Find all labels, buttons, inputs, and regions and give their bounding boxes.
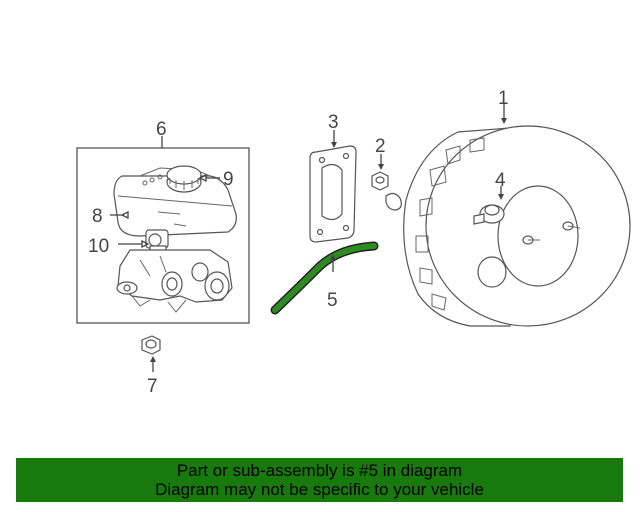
check-valve-4 bbox=[473, 204, 505, 225]
nut-7 bbox=[141, 335, 161, 372]
master-cylinder-body bbox=[116, 249, 233, 313]
callout-5: 5 bbox=[327, 290, 338, 311]
banner-line-1: Part or sub-assembly is #5 in diagram bbox=[176, 461, 463, 480]
fluid-reservoir bbox=[113, 175, 237, 237]
vehicle-fit-banner: Part or sub-assembly is #5 in diagram Di… bbox=[16, 458, 623, 502]
nut-2 bbox=[371, 154, 402, 211]
callout-3: 3 bbox=[328, 112, 339, 133]
banner-line-2: Diagram may not be specific to your vehi… bbox=[155, 480, 484, 499]
callout-1: 1 bbox=[498, 88, 509, 109]
master-cylinder-frame bbox=[76, 147, 250, 324]
callout-4: 4 bbox=[495, 170, 506, 191]
callout-9: 9 bbox=[223, 169, 234, 190]
vacuum-hose-highlight bbox=[272, 243, 377, 313]
callout-2: 2 bbox=[375, 136, 386, 157]
callout-7: 7 bbox=[147, 376, 158, 397]
parts-diagram: 1 2 3 4 5 6 7 8 9 10 bbox=[76, 88, 631, 397]
gasket-3 bbox=[309, 130, 357, 243]
brake-booster-1 bbox=[403, 104, 631, 327]
callout-8: 8 bbox=[92, 206, 103, 227]
callout-6: 6 bbox=[156, 119, 167, 140]
reservoir-cap bbox=[166, 165, 202, 193]
callout-10: 10 bbox=[88, 236, 109, 257]
master-cylinder-group bbox=[76, 136, 250, 324]
vacuum-hose-5 bbox=[270, 241, 379, 315]
